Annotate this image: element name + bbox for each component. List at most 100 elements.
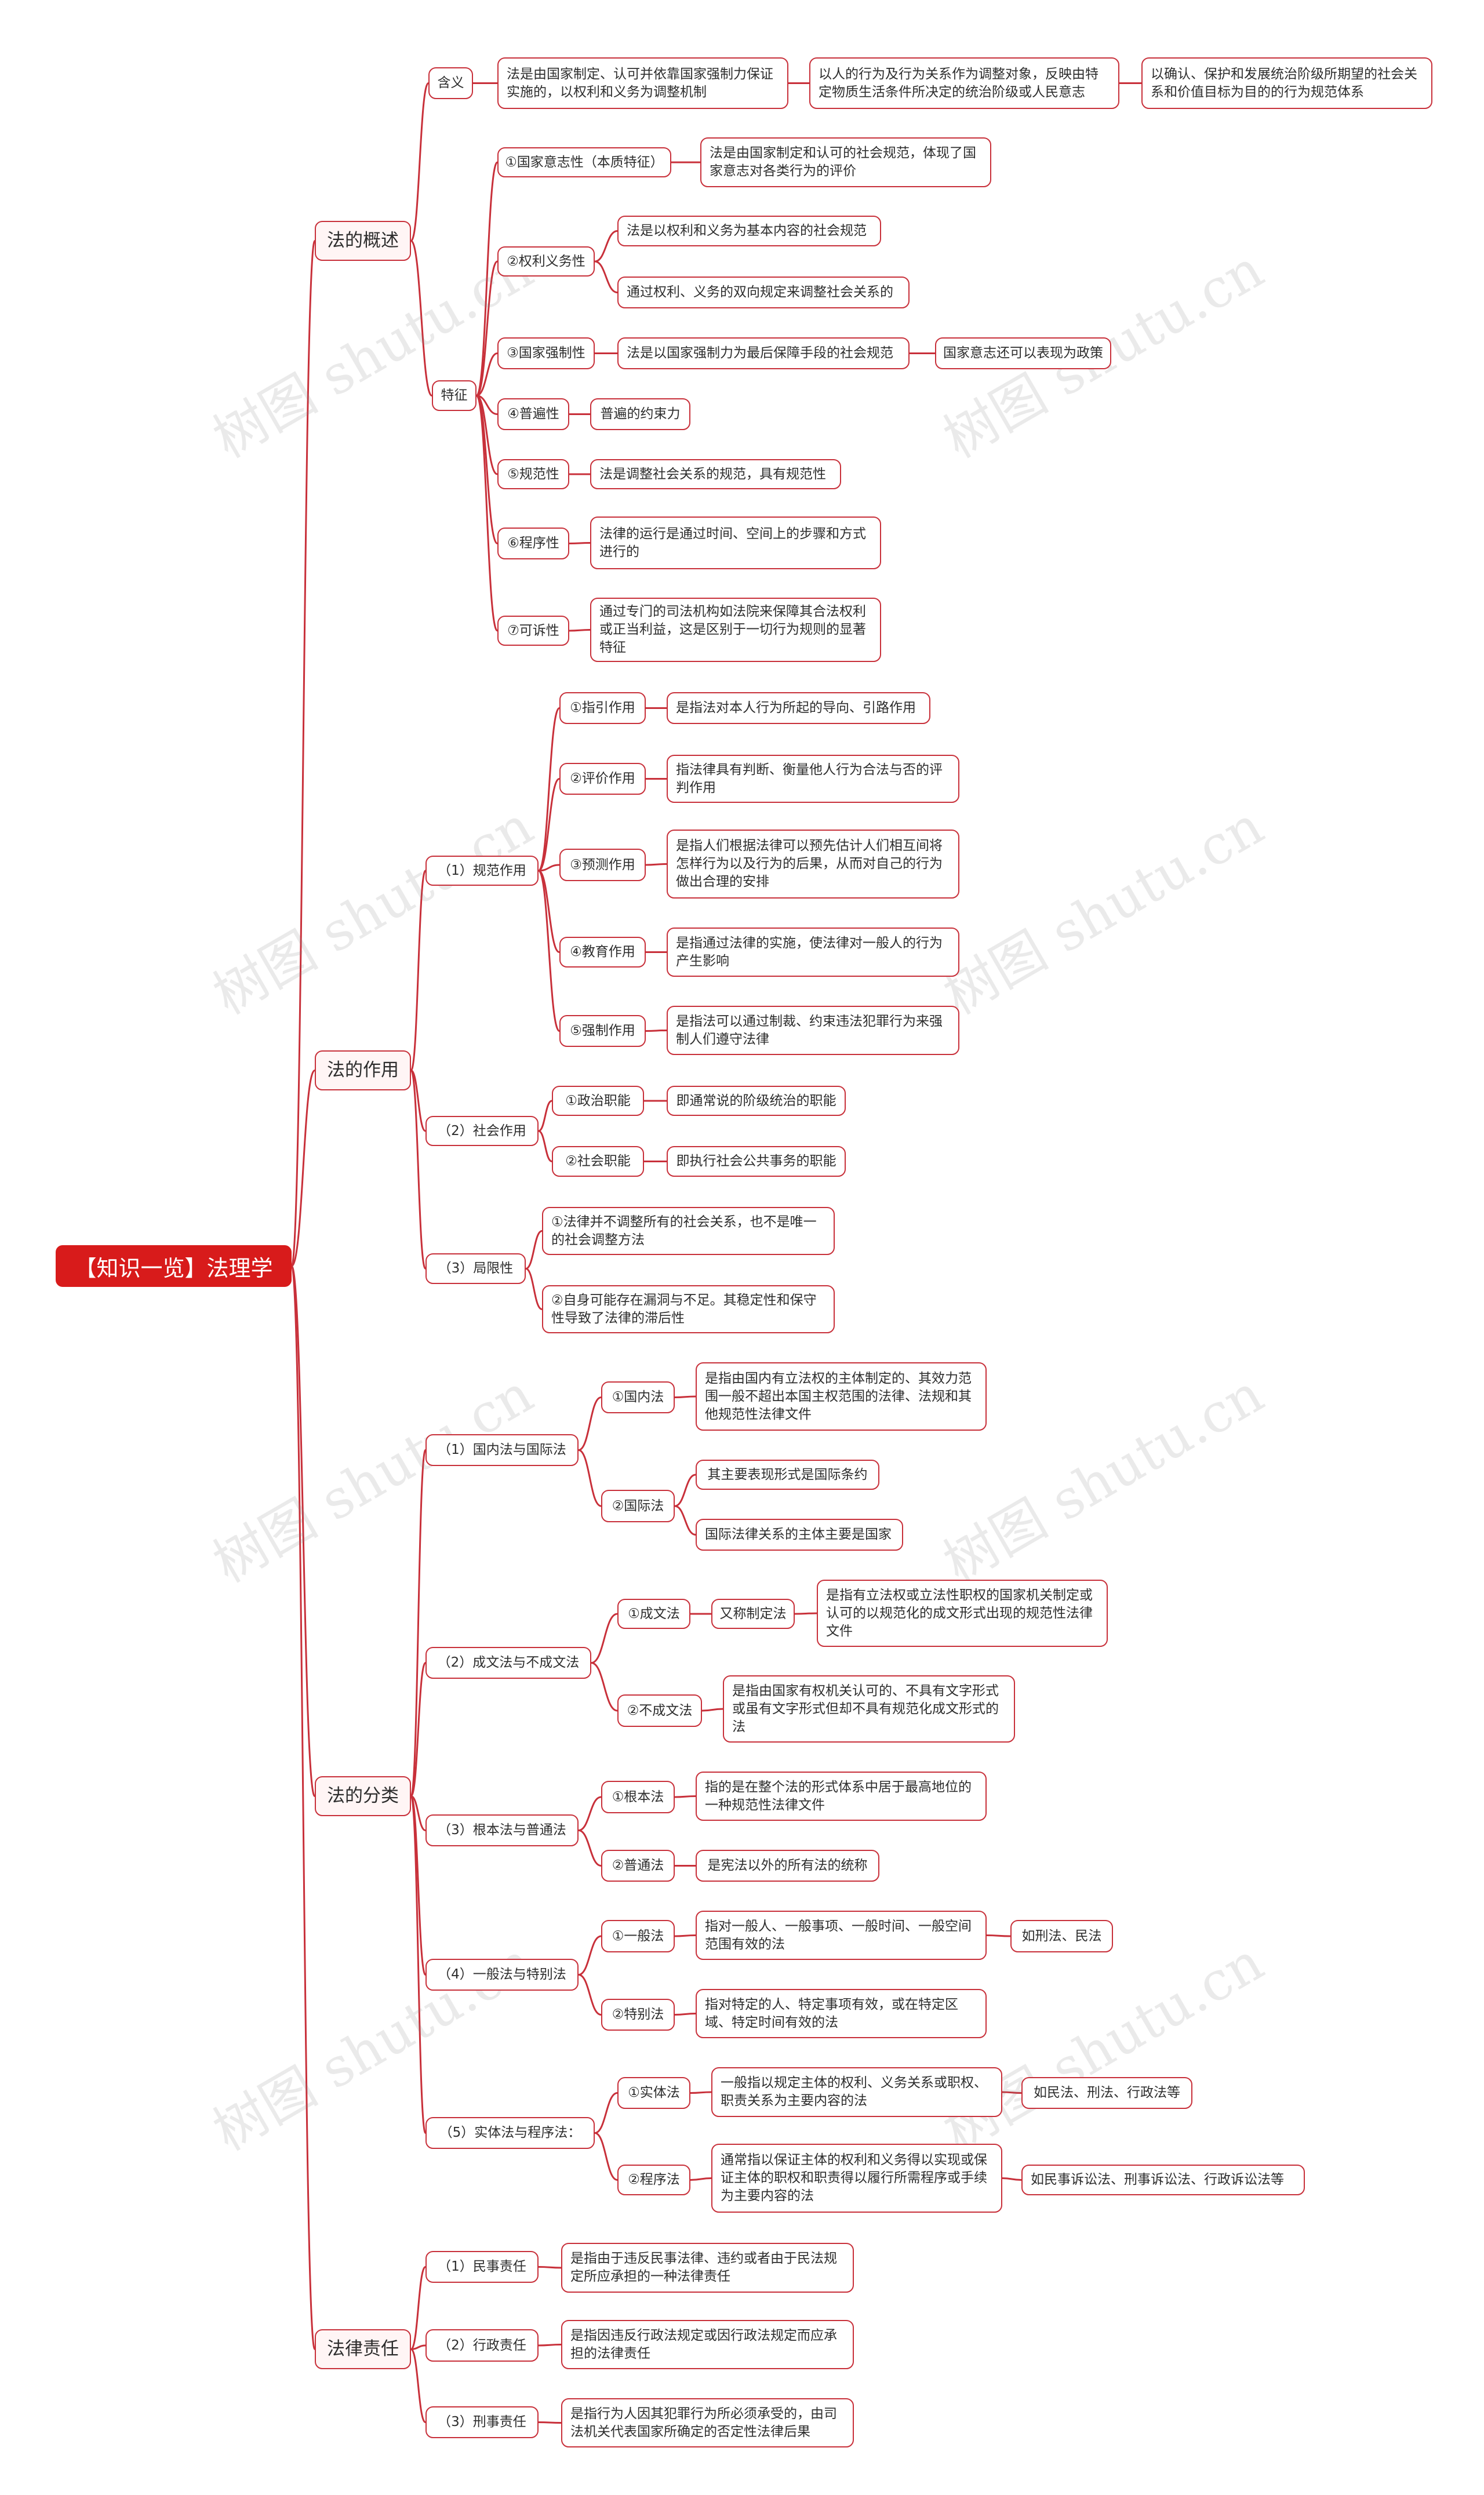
subtopic-node[interactable]: （1）国内法与国际法	[425, 1434, 579, 1466]
leaf-node[interactable]: ②自身可能存在漏洞与不足。其稳定性和保守性导致了法律的滞后性	[542, 1285, 835, 1333]
branch-topic[interactable]: 法律责任	[315, 2329, 411, 2369]
leaf-node[interactable]: 通过权利、义务的双向规定来调整社会关系的	[617, 277, 910, 308]
subtopic-node[interactable]: （5）实体法与程序法：	[425, 2117, 595, 2149]
connector-line	[538, 864, 560, 872]
leaf-node[interactable]: 法是以权利和义务为基本内容的社会规范	[617, 216, 881, 246]
connector-line	[674, 1934, 696, 1937]
subtopic-node[interactable]: （1）民事责任	[425, 2251, 539, 2283]
subtopic-node[interactable]: 含义	[428, 67, 473, 99]
leaf-node[interactable]: 即通常说的阶级统治的职能	[667, 1086, 846, 1116]
branch-topic[interactable]: 法的概述	[315, 221, 411, 261]
leaf-node[interactable]: 是指人们根据法律可以预先估计人们相互间将怎样行为以及行为的后果，从而对自己的行为…	[667, 830, 959, 899]
leaf-node[interactable]: 是指通过法律的实施，使法律对一般人的行为产生影响	[667, 928, 959, 977]
subtopic-node[interactable]: 以人的行为及行为关系作为调整对象，反映由特定物质生活条件所决定的统治阶级或人民意…	[809, 57, 1119, 109]
subtopic-node[interactable]: 通常指以保证主体的权利和义务得以实现或保证主体的职权和职责得以履行所需程序或手续…	[711, 2144, 1002, 2213]
leaf-node[interactable]: 国际法律关系的主体主要是国家	[696, 1519, 903, 1551]
connector-line	[410, 870, 427, 1071]
subtopic-node[interactable]: （2）行政责任	[425, 2329, 539, 2362]
subtopic-node[interactable]: ①国内法	[601, 1381, 675, 1413]
leaf-node[interactable]: 以确认、保护和发展统治阶级所期望的社会关系和价值目标为目的的行为规范体系	[1141, 57, 1432, 109]
leaf-node[interactable]: 指法律具有判断、衡量他人行为合法与否的评判作用	[667, 755, 959, 803]
leaf-node[interactable]: 指对特定的人、特定事项有效，或在特定区域、特定时间有效的法	[696, 1989, 987, 2038]
branch-topic[interactable]: 法的分类	[315, 1776, 411, 1816]
subtopic-node[interactable]: ②社会职能	[552, 1146, 644, 1177]
subtopic-node[interactable]: ①实体法	[617, 2077, 690, 2109]
leaf-node[interactable]: 如刑法、民法	[1010, 1920, 1113, 1952]
subtopic-node[interactable]: 法是由国家制定、认可并依靠国家强制力保证实施的，以权利和义务为调整机制	[497, 57, 788, 109]
leaf-node[interactable]: 是指法可以通过制裁、约束违法犯罪行为来强制人们遵守法律	[667, 1006, 959, 1055]
leaf-node[interactable]: 如民事诉讼法、刑事诉讼法、行政诉讼法等	[1021, 2165, 1305, 2195]
connector-line	[538, 2344, 562, 2347]
subtopic-node[interactable]: 指对一般人、一般事项、一般时间、一般空间范围有效的法	[696, 1911, 987, 1960]
subtopic-node[interactable]: ④教育作用	[559, 937, 646, 968]
leaf-node[interactable]: 是宪法以外的所有法的统称	[696, 1850, 879, 1882]
subtopic-node[interactable]: ①指引作用	[559, 692, 646, 724]
leaf-node[interactable]: 法是调整社会关系的规范，具有规范性	[590, 459, 841, 489]
connector-line	[476, 352, 498, 397]
leaf-node[interactable]: 是指由于违反民事法律、违约或者由于民法规定所应承担的一种法律责任	[561, 2243, 854, 2293]
leaf-node[interactable]: 其主要表现形式是国际条约	[696, 1460, 879, 1490]
subtopic-node[interactable]: ①一般法	[601, 1920, 675, 1952]
subtopic-node[interactable]: ⑥程序性	[497, 528, 569, 559]
leaf-node[interactable]: 指的是在整个法的形式体系中居于最高地位的一种规范性法律文件	[696, 1772, 987, 1821]
subtopic-node[interactable]: （4）一般法与特别法	[425, 1959, 579, 1991]
connector-line	[410, 1070, 426, 1132]
leaf-node[interactable]: 是指法对本人行为所起的导向、引路作用	[667, 692, 930, 724]
subtopic-node[interactable]: ①国家意志性（本质特征）	[497, 147, 671, 177]
subtopic-node[interactable]: ②不成文法	[617, 1694, 702, 1727]
subtopic-node[interactable]: （1）规范作用	[425, 856, 539, 886]
subtopic-node[interactable]: ②程序法	[617, 2165, 690, 2195]
subtopic-node[interactable]: ⑤规范性	[497, 459, 569, 489]
connector-line	[569, 629, 591, 632]
subtopic-node[interactable]: （2）社会作用	[425, 1116, 539, 1146]
leaf-node[interactable]: 是指由国内有立法权的主体制定的、其效力范围一般不超出本国主权范围的法律、法规和其…	[696, 1362, 987, 1431]
connector-line	[578, 1396, 602, 1451]
leaf-node[interactable]: ①法律并不调整所有的社会关系，也不是唯一的社会调整方法	[542, 1207, 835, 1255]
leaf-node[interactable]: 国家意志还可以表现为政策	[935, 337, 1111, 369]
subtopic-node[interactable]: 一般指以规定主体的权利、义务关系或职权、职责关系为主要内容的法	[711, 2067, 1002, 2117]
subtopic-node[interactable]: ③国家强制性	[497, 337, 595, 369]
leaf-node[interactable]: 法律的运行是通过时间、空间上的步骤和方式进行的	[590, 517, 881, 569]
subtopic-node[interactable]: ⑤强制作用	[559, 1015, 646, 1047]
subtopic-node[interactable]: ④普遍性	[497, 398, 569, 430]
leaf-node[interactable]: 如民法、刑法、行政法等	[1021, 2077, 1192, 2109]
subtopic-node[interactable]: ②评价作用	[559, 763, 646, 795]
subtopic-node[interactable]: ①根本法	[601, 1781, 675, 1813]
connector-line	[538, 1100, 552, 1132]
subtopic-node[interactable]: 法是以国家强制力为最后保障手段的社会规范	[617, 337, 910, 369]
leaf-node[interactable]: 普遍的约束力	[590, 398, 690, 430]
connector-line	[410, 240, 433, 397]
connector-line	[410, 1795, 427, 2134]
connector-line	[690, 2091, 712, 2094]
subtopic-node[interactable]: （2）成文法与不成文法	[425, 1647, 591, 1679]
root-topic[interactable]: 【知识一览】法理学	[56, 1245, 292, 1287]
branch-topic[interactable]: 法的作用	[315, 1050, 411, 1090]
leaf-node[interactable]: 是指因违反行政法规定或因行政法规定而应承担的法律责任	[561, 2320, 854, 2369]
leaf-node[interactable]: 是指由国家有权机关认可的、不具有文字形式或虽有文字形式但却不具有规范化成文形式的…	[723, 1675, 1015, 1743]
subtopic-node[interactable]: （3）局限性	[425, 1253, 526, 1284]
subtopic-node[interactable]: （3）根本法与普通法	[425, 1814, 579, 1846]
leaf-node[interactable]: 法是由国家制定和认可的社会规范，体现了国家意志对各类行为的评价	[700, 137, 991, 187]
subtopic-node[interactable]: ⑦可诉性	[497, 616, 569, 646]
leaf-node[interactable]: 是指有立法权或立法性职权的国家机关制定或认可的以规范化的成文形式出现的规范性法律…	[817, 1580, 1108, 1647]
subtopic-node[interactable]: 又称制定法	[711, 1599, 795, 1629]
leaf-node[interactable]: 通过专门的司法机构如法院来保障其合法权利或正当利益，这是区别于一切行为规则的显著…	[590, 598, 881, 662]
subtopic-node[interactable]: ③预测作用	[559, 849, 646, 881]
connector-line	[410, 1662, 427, 1797]
subtopic-node[interactable]: ②特别法	[601, 1999, 675, 2031]
subtopic-node[interactable]: 特征	[432, 380, 477, 411]
leaf-node[interactable]: 是指行为人因其犯罪行为所必须承受的，由司法机关代表国家所确定的否定性法律后果	[561, 2398, 854, 2447]
leaf-node[interactable]: 即执行社会公共事务的职能	[667, 1146, 846, 1177]
subtopic-node[interactable]: （3）刑事责任	[425, 2406, 539, 2438]
connector-line	[578, 1974, 602, 2016]
subtopic-node[interactable]: ②权利义务性	[497, 246, 595, 277]
connector-line	[674, 1395, 696, 1398]
subtopic-node[interactable]: ①成文法	[617, 1599, 690, 1629]
connector-line	[290, 1265, 316, 2350]
subtopic-node[interactable]: ②国际法	[601, 1490, 675, 1522]
connector-line	[475, 161, 499, 397]
subtopic-node[interactable]: ②普通法	[601, 1850, 675, 1882]
subtopic-node[interactable]: ①政治职能	[552, 1086, 644, 1116]
